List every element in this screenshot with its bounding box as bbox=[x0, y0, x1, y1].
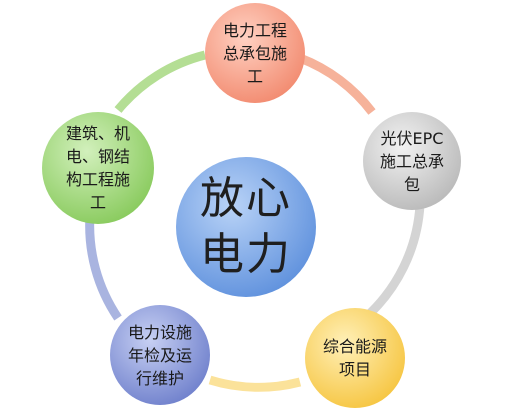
node-label-right: 光伏EPC 施工总承 包 bbox=[379, 128, 444, 194]
ring-arc-top-right bbox=[298, 53, 376, 115]
node-label-bottom-right: 综合能源 项目 bbox=[322, 337, 387, 379]
center-circle bbox=[176, 157, 316, 297]
node-circle-top bbox=[205, 3, 305, 103]
node-label-top: 电力工程 总承包施 工 bbox=[222, 20, 287, 86]
node-label-left: 建筑、机 电、钢结 构工程施 工 bbox=[65, 124, 130, 212]
node-circle-bottom-left bbox=[110, 305, 210, 405]
ring-arc-bottomleft-left bbox=[85, 214, 122, 321]
node-label-bottom-left: 电力设施 年检及运 行维护 bbox=[127, 322, 192, 388]
ring-arc-bottomright-bottomleft bbox=[208, 375, 302, 392]
ring-arc-left-top bbox=[114, 50, 207, 113]
node-circle-left bbox=[42, 112, 154, 224]
ring-arc-right-bottomright bbox=[362, 204, 425, 322]
node-circle-right bbox=[363, 112, 461, 210]
center-label: 放心 电力 bbox=[200, 173, 292, 280]
node-circle-bottom-right bbox=[305, 308, 405, 408]
